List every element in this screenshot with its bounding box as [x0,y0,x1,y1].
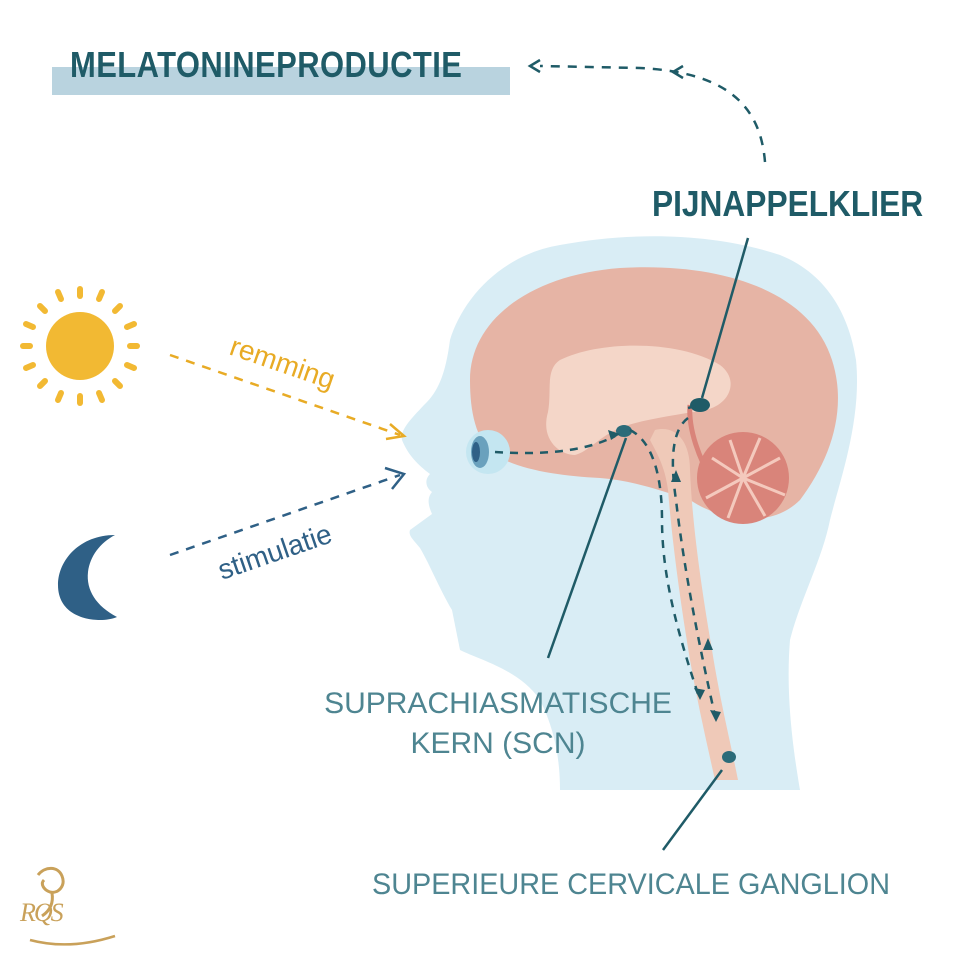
scg-label: SUPERIEURE CERVICALE GANGLION [372,868,891,901]
diagram-title: MELATONINEPRODUCTIE [70,44,463,85]
rqs-logo-icon [29,866,116,946]
pathway-arrowheads [608,430,721,722]
nerve-pathway [687,404,715,482]
scn-leader-line [546,437,628,659]
pineal-gland-label: PIJNAPPELKLIER [652,183,924,224]
scg-leader-line [661,769,724,851]
pupil [472,442,480,462]
spinal-cord [650,429,738,780]
melatonin-output-arrow [539,64,767,163]
inhibition-label: remming [226,330,339,395]
cerebellum-folds [705,437,786,519]
rqs-logo-text: RQS [20,898,64,927]
scg-dot [722,751,736,763]
scn-label-line1: SUPRACHIASMATISCHE [324,687,672,720]
pineal-gland-dot [690,398,710,412]
pineal-leader-line [700,237,750,399]
sun-icon [20,286,140,406]
brain-inner-region [546,345,731,455]
stimulation-arrowhead [384,466,407,490]
title-band [52,67,510,95]
stimulation-arrow [169,473,401,557]
scn-label: SUPRACHIASMATISCHE KERN (SCN) [318,684,678,764]
moon-icon [58,535,117,620]
inhibition-arrowhead [385,423,407,441]
inhibition-arrow [169,353,401,437]
signal-pathways [494,403,718,721]
stimulation-label: stimulatie [214,518,336,586]
melatonin-output-arrowhead [527,58,541,74]
scn-label-line2: KERN (SCN) [410,727,586,760]
midway-arrowhead [670,64,684,80]
